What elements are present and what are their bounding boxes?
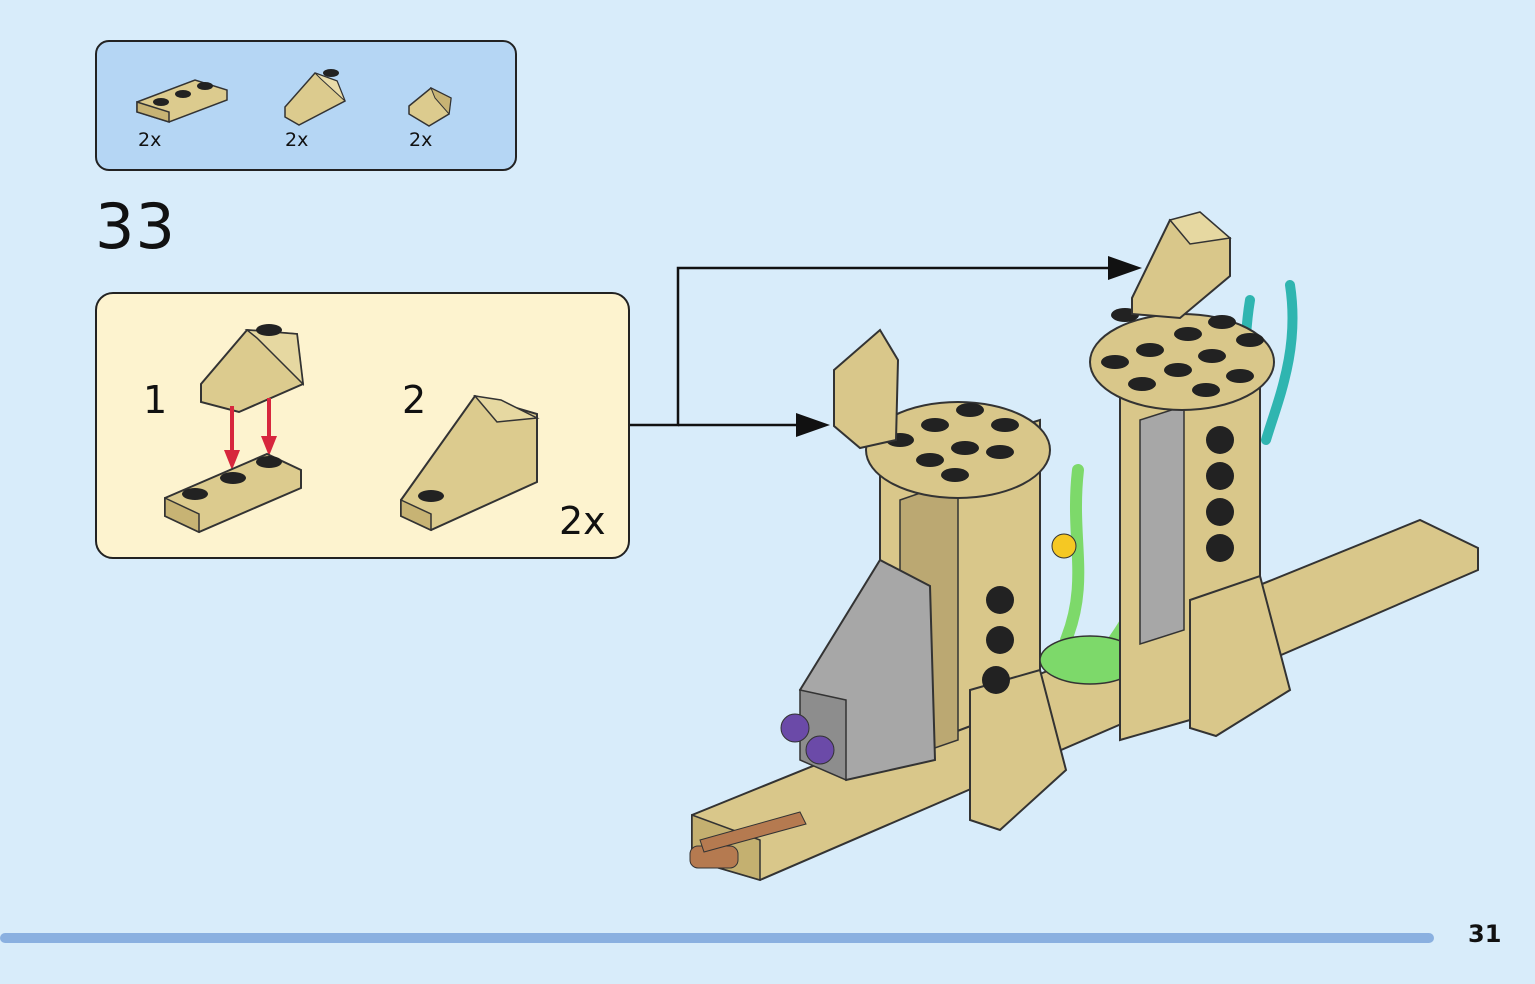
parts-list-illustrations	[136, 69, 452, 127]
substep-label: 2	[402, 378, 427, 422]
subassembly-multiplier: 2x	[559, 499, 606, 543]
substep-1-illustration	[164, 324, 305, 534]
tan-slope-large-icon	[284, 69, 346, 126]
left-tower	[780, 328, 1068, 832]
step-number: 33	[95, 190, 176, 263]
right-tower	[1089, 211, 1292, 742]
subassembly-box: 1 2 2x	[95, 292, 630, 559]
tan-plate-1x3-icon	[136, 79, 228, 124]
model-base	[689, 518, 1479, 882]
part-quantity: 2x	[138, 129, 162, 151]
page-divider	[0, 933, 1434, 943]
parts-list-box: 2x 2x 2x	[95, 40, 517, 171]
page-number: 31	[1468, 920, 1502, 948]
subassembly-illustrations	[164, 324, 540, 534]
tan-slope-small-icon	[408, 86, 452, 127]
substep-label: 1	[143, 378, 168, 422]
substep-2-illustration	[400, 394, 540, 532]
part-quantity: 2x	[285, 129, 309, 151]
part-quantity: 2x	[409, 129, 433, 151]
placement-arrows	[630, 256, 1142, 437]
